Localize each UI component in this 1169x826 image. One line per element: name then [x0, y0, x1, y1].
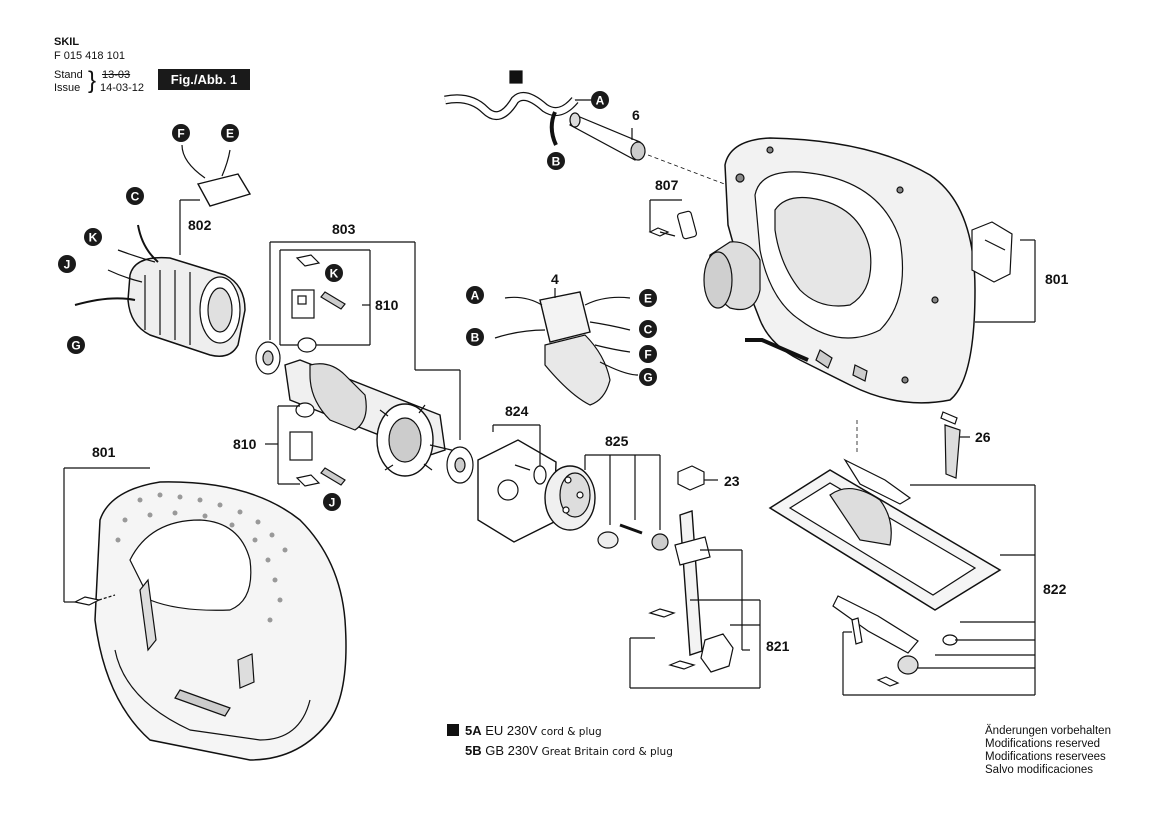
cord-marker-square: [509, 70, 523, 84]
legend-5a-voltage: EU 230V: [485, 723, 538, 738]
legend-5a: 5A EU 230V cord & plug: [447, 723, 602, 740]
svg-text:F: F: [177, 127, 184, 141]
power-cord: [444, 91, 592, 146]
brand-name: SKIL: [54, 36, 80, 48]
svg-text:E: E: [226, 127, 234, 141]
connector-markers: A B F E C K J G K J A B E C F G: [58, 91, 657, 511]
svg-text:A: A: [471, 289, 480, 303]
connector-f-switch: F: [639, 345, 657, 363]
connector-c-switch: C: [639, 320, 657, 338]
stator-802: [74, 199, 246, 357]
svg-text:F: F: [644, 348, 651, 362]
old-date: 13-03: [102, 69, 131, 81]
svg-text:K: K: [330, 267, 339, 281]
plunger-821: [629, 510, 761, 689]
cord-clamp: [648, 199, 698, 240]
housing-right-half: [703, 137, 976, 404]
label-23: 23: [724, 473, 740, 489]
hex-key: [745, 338, 809, 362]
label-821: 821: [766, 638, 790, 654]
bearing-left: [255, 341, 281, 375]
plate-824: [477, 424, 557, 543]
legend-5b-voltage: GB 230V: [485, 743, 539, 758]
modification-notes: Änderungen vorbehalten Modifications res…: [985, 725, 1111, 777]
note-en: Modifications reserved: [985, 738, 1101, 750]
connector-a-top: A: [591, 91, 609, 109]
connector-b-switch: B: [466, 328, 484, 346]
connector-j-stator: J: [58, 255, 76, 273]
housing-dots: [115, 492, 288, 623]
connector-e-stator: E: [221, 124, 239, 142]
connector-g-stator: G: [67, 336, 85, 354]
legend-5a-desc: cord & plug: [540, 726, 602, 738]
part-number: F 015 418 101: [54, 50, 125, 62]
housing-left-half: [94, 481, 347, 761]
svg-text:G: G: [643, 371, 652, 385]
brush-holder-810-bottom: [265, 402, 346, 487]
capacitor-802: [181, 144, 252, 207]
connector-k-brush: K: [325, 264, 343, 282]
svg-text:A: A: [596, 94, 605, 108]
label-4: 4: [551, 271, 559, 287]
switch-4: [494, 288, 639, 406]
brace: }: [88, 67, 97, 94]
bearing-right: [446, 446, 474, 484]
label-802: 802: [188, 217, 212, 233]
label-807: 807: [655, 177, 679, 193]
label-810-bottom: 810: [233, 436, 257, 452]
svg-text:B: B: [471, 331, 480, 345]
label-801-left: 801: [92, 444, 116, 460]
svg-text:C: C: [131, 190, 140, 204]
svg-text:G: G: [71, 339, 80, 353]
blade-guide-26: [940, 411, 970, 479]
stand-label: Stand: [54, 69, 83, 81]
svg-text:E: E: [644, 292, 652, 306]
svg-text:B: B: [552, 155, 561, 169]
legend-5b: 5B GB 230V Great Britain cord & plug: [447, 743, 673, 760]
legend-5b-code: 5B: [465, 743, 482, 758]
label-803: 803: [332, 221, 356, 237]
label-810-top: 810: [375, 297, 399, 313]
connector-k-stator: K: [84, 228, 102, 246]
label-801-right: 801: [1045, 271, 1069, 287]
block-23: [677, 465, 718, 491]
connector-g-switch: G: [639, 368, 657, 386]
screw-801-left: [63, 467, 150, 606]
bracket-803: [269, 241, 461, 440]
cord-sleeve: [569, 112, 736, 189]
connector-f-stator: F: [172, 124, 190, 142]
connector-e-switch: E: [639, 289, 657, 307]
base-plate-822: [768, 420, 1036, 696]
brush-holder-810-top: [279, 249, 371, 353]
legend-5b-desc: Great Britain cord & plug: [541, 746, 673, 758]
label-825: 825: [605, 433, 629, 449]
label-26: 26: [975, 429, 991, 445]
connector-c-stator: C: [126, 187, 144, 205]
new-date: 14-03-12: [100, 82, 145, 94]
connector-b-top: B: [547, 152, 565, 170]
issue-label: Issue: [54, 82, 81, 94]
label-824: 824: [505, 403, 529, 419]
label-6: 6: [632, 107, 640, 123]
note-fr: Modifications reservees: [985, 751, 1106, 763]
figure-badge: Fig./Abb. 1: [158, 69, 250, 90]
svg-text:J: J: [64, 258, 71, 272]
svg-text:J: J: [329, 496, 336, 510]
svg-text:C: C: [644, 323, 653, 337]
armature: [284, 359, 461, 477]
connector-j-brush: J: [323, 493, 341, 511]
legend-square-icon: [447, 724, 459, 736]
svg-text:K: K: [89, 231, 98, 245]
connector-a-switch: A: [466, 286, 484, 304]
clip-801-right: [971, 221, 1036, 323]
legend-5a-code: 5A: [465, 723, 482, 738]
note-es: Salvo modificaciones: [985, 764, 1094, 776]
gear-825: [544, 454, 669, 551]
note-de: Änderungen vorbehalten: [985, 725, 1111, 737]
label-822: 822: [1043, 581, 1067, 597]
